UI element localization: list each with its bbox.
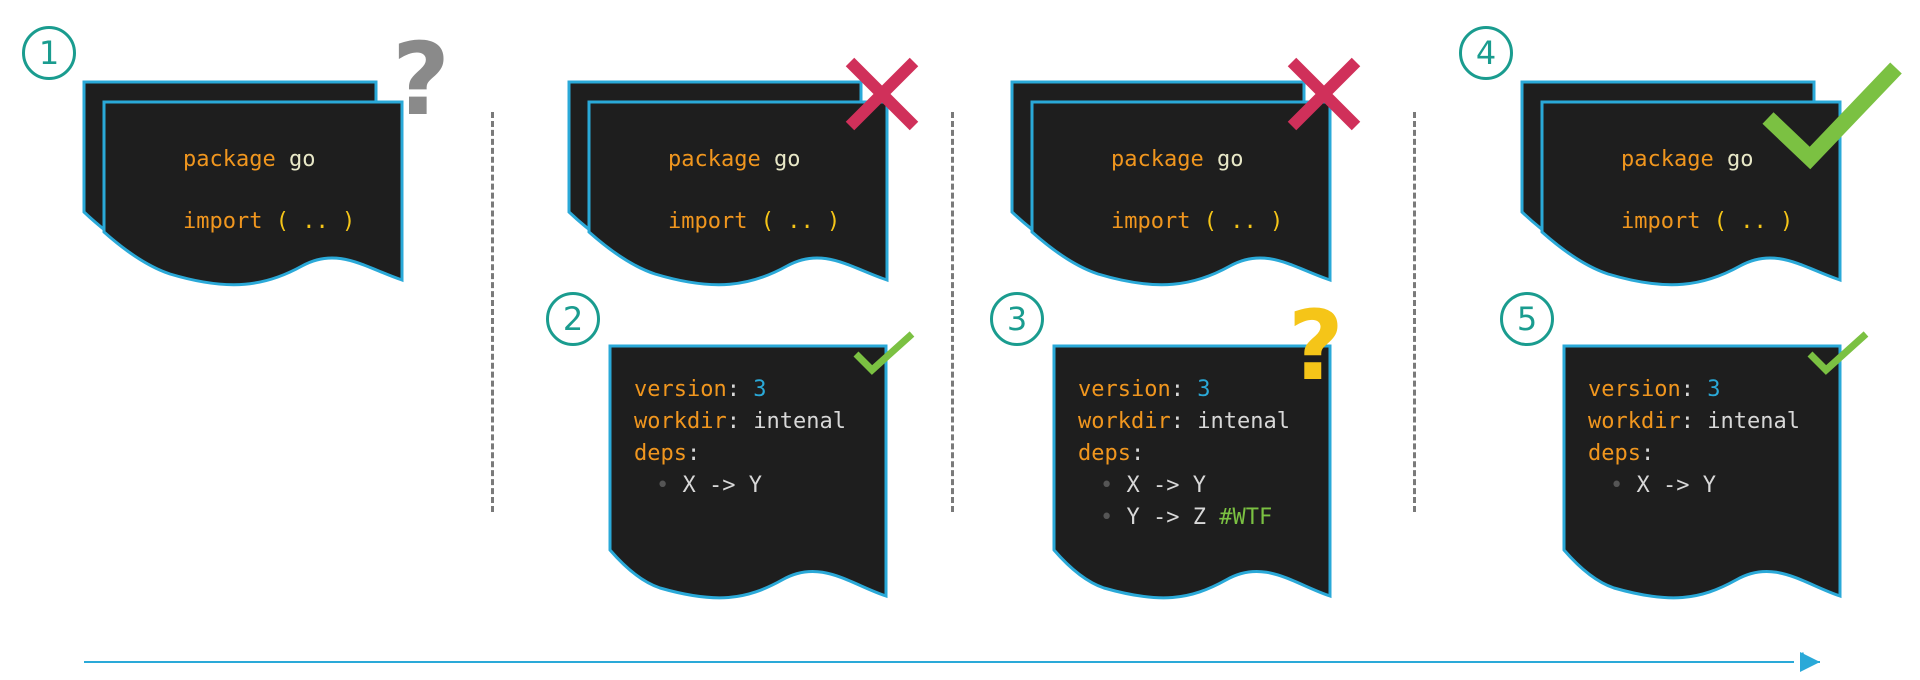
code-import-keyword: import (667, 209, 748, 234)
go-file-doc-1: package go import ( .. ) (80, 78, 410, 288)
go-file-shape (567, 80, 889, 287)
question-mark-yellow-icon: ? (1288, 290, 1344, 402)
separator-3 (1413, 112, 1416, 512)
step-2-badge: 2 (546, 292, 600, 346)
check-large-icon (1762, 62, 1902, 170)
code-package-keyword: package (667, 147, 761, 172)
code-import-keyword: import (182, 209, 263, 234)
config-file-shape (608, 344, 888, 600)
config-file-doc-5: version: 3 workdir: intenal deps: • X ->… (1560, 342, 1844, 602)
step-1-badge: 1 (22, 26, 76, 80)
go-file-doc-2: package go import ( .. ) (565, 78, 895, 288)
wtf-tag: #WTF (1219, 505, 1273, 530)
timeline-axis (84, 652, 1820, 672)
go-file-shape (82, 80, 404, 287)
step-3-badge: 3 (990, 292, 1044, 346)
cross-icon (1287, 57, 1361, 131)
check-small-icon (853, 331, 915, 375)
cross-icon (845, 57, 919, 131)
separator-1 (491, 112, 494, 512)
code-import-keyword: import (1110, 209, 1191, 234)
timeline-label: t (1800, 648, 1808, 672)
config-file-shape (1562, 344, 1842, 600)
code-package-name: go (1216, 147, 1244, 172)
separator-2 (951, 112, 954, 512)
code-package-keyword: package (182, 147, 276, 172)
code-import-keyword: import (1620, 209, 1701, 234)
code-package-keyword: package (1620, 147, 1714, 172)
go-file-doc-4: package go import ( .. ) (1518, 78, 1848, 288)
step-5-badge: 5 (1500, 292, 1554, 346)
go-file-shape (1010, 80, 1332, 287)
code-package-keyword: package (1110, 147, 1204, 172)
go-file-shape (1520, 80, 1842, 287)
check-small-icon (1807, 331, 1869, 375)
step-4-badge: 4 (1459, 26, 1513, 80)
go-file-doc-3: package go import ( .. ) (1008, 78, 1338, 288)
code-package-name: go (288, 147, 316, 172)
code-package-name: go (773, 147, 801, 172)
code-package-name: go (1726, 147, 1754, 172)
config-file-doc-3: version: 3 workdir: intenal deps: • X ->… (1050, 342, 1334, 602)
question-mark-gray-icon: ? (392, 21, 451, 138)
config-file-doc-2: version: 3 workdir: intenal deps: • X ->… (606, 342, 890, 602)
config-file-shape (1052, 344, 1332, 600)
